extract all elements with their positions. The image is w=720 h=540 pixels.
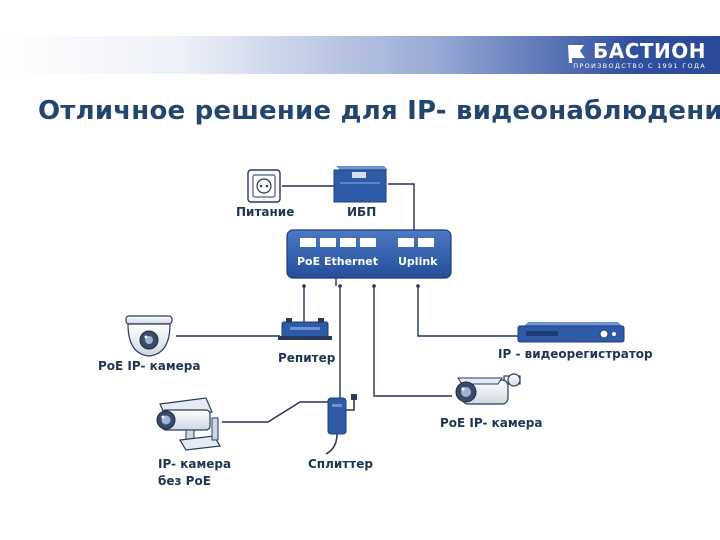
bullet-camera-icon	[455, 373, 521, 405]
dome-camera-icon	[125, 315, 173, 357]
splitter-icon	[325, 394, 357, 455]
splitter-label: Сплиттер	[308, 457, 373, 471]
ups-label: ИБП	[347, 205, 376, 219]
repeater-icon	[278, 318, 332, 340]
bastion-flag-icon	[568, 45, 585, 63]
box-camera-label-line2: без PoE	[158, 474, 211, 488]
brand-tagline: ПРОИЗВОДСТВО С 1991 ГОДА	[573, 62, 706, 70]
brand-logo: БАСТИОН ПРОИЗВОДСТВО С 1991 ГОДА	[568, 39, 706, 71]
page-title: Отличное решение для IP- видеонаблюдения	[38, 96, 720, 126]
switch-poe-label: PoE Ethernet	[297, 255, 378, 268]
bullet-camera-label: PoE IP- камера	[440, 416, 543, 430]
nvr-label: IP - видеорегистратор	[498, 347, 653, 361]
power-socket-icon	[247, 169, 281, 203]
nvr-recorder-icon	[517, 322, 625, 343]
network-switch-icon: PoE Ethernet Uplink	[286, 229, 452, 279]
repeater-label: Репитер	[278, 351, 336, 365]
dome-camera-label: PoE IP- камера	[98, 359, 201, 373]
box-camera-label-line1: IP- камера	[158, 457, 231, 471]
switch-uplink-label: Uplink	[398, 255, 438, 268]
box-camera-icon	[156, 397, 221, 451]
wires	[176, 183, 518, 423]
ups-box-icon	[333, 166, 388, 203]
power-label: Питание	[236, 205, 294, 219]
brand-name: БАСТИОН	[592, 39, 706, 63]
header-banner	[0, 36, 720, 74]
